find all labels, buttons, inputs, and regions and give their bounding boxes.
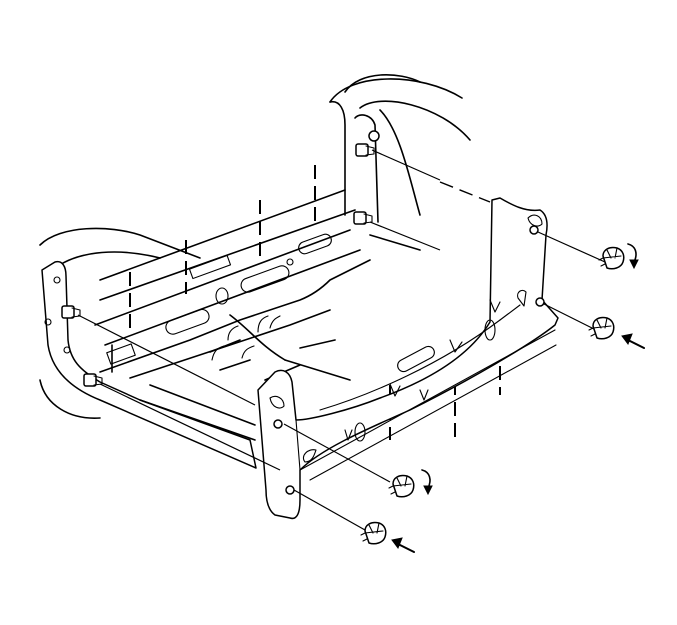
direction-arrows bbox=[391, 243, 645, 553]
bolt-icon bbox=[529, 225, 539, 235]
frame-front-rail bbox=[139, 314, 351, 441]
curved-arrow-icon bbox=[421, 469, 433, 496]
right-side-bracket bbox=[257, 197, 559, 520]
seat-cushion-outline bbox=[39, 74, 471, 419]
straight-arrow-icon bbox=[621, 333, 645, 349]
bolt-icon bbox=[285, 485, 295, 495]
bolt-icon bbox=[353, 211, 373, 225]
retainer-clip-icon bbox=[598, 246, 625, 270]
frame-rear-rail bbox=[94, 101, 421, 379]
bolt-icon bbox=[83, 373, 103, 387]
bolt-icon bbox=[273, 419, 283, 429]
leader-lines bbox=[77, 149, 606, 531]
retainer-clip-icon bbox=[360, 521, 387, 545]
straight-arrow-icon bbox=[391, 537, 415, 553]
bolt-icon bbox=[368, 130, 380, 142]
left-side-bracket bbox=[41, 260, 257, 469]
retainer-clips bbox=[360, 246, 625, 545]
retainer-clip-icon bbox=[388, 474, 415, 498]
bolt-icon bbox=[355, 143, 375, 157]
bolts bbox=[61, 130, 545, 495]
rail-slots bbox=[106, 233, 332, 365]
curved-arrow-icon bbox=[627, 243, 639, 270]
retainer-clip-icon bbox=[588, 316, 615, 340]
bolt-icon bbox=[535, 297, 545, 307]
bolt-icon bbox=[61, 305, 81, 319]
